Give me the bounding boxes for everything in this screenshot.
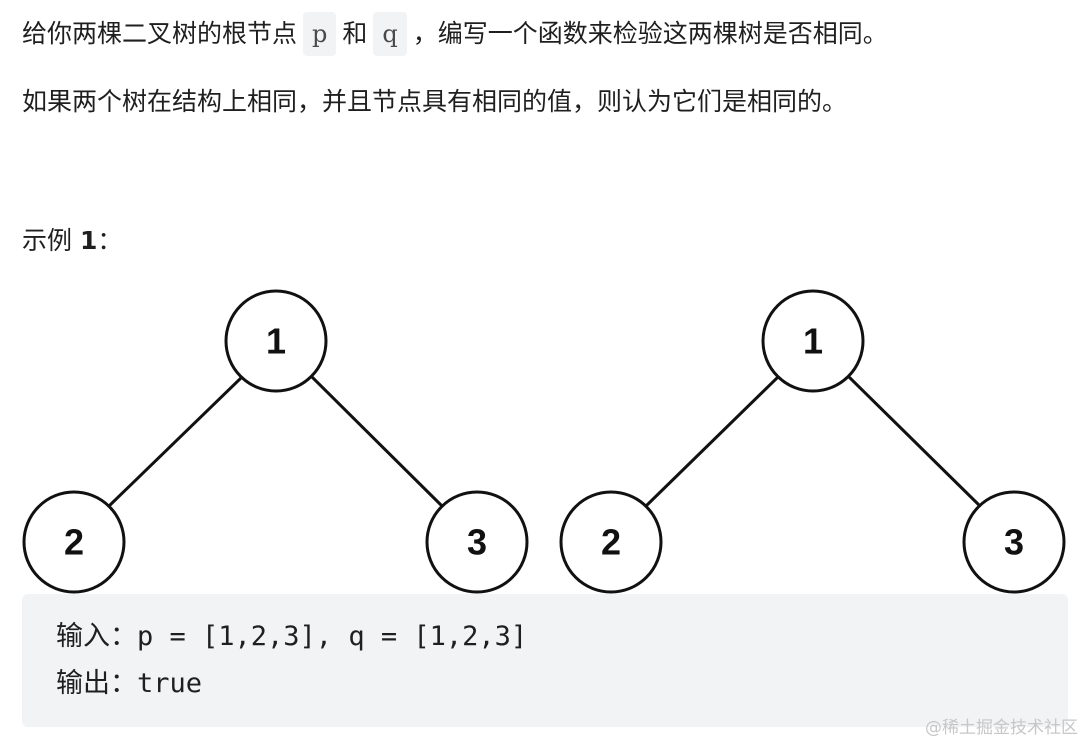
statement-text-end: ，编写一个函数来检验这两棵树是否相同。 [412,19,888,48]
tree-q-root-node [761,289,865,393]
tree-p-edge-left [107,375,244,508]
example-label-prefix: 示例 [22,226,80,255]
tree-q-edge-left [644,375,780,508]
problem-definition: 如果两个树在结构上相同，并且节点具有相同的值，则认为它们是相同的。 [22,87,848,116]
tree-p-right-node [425,490,529,594]
statement-text-start: 给你两棵二叉树的根节点 [22,19,298,48]
tree-p-root-label: 1 [266,321,286,362]
tree-p-left-label: 2 [64,522,84,563]
example-label-number: 1 [79,226,98,255]
inline-code-q: q [373,12,407,56]
tree-q-left-label: 2 [601,522,621,563]
tree-p: 1 2 3 [22,289,529,594]
tree-q-root-label: 1 [803,321,823,362]
tree-p-left-node [22,490,126,594]
tree-p-right-label: 3 [467,522,487,563]
tree-q-right-label: 3 [1004,522,1024,563]
inline-code-p: p [303,12,337,56]
example-input-line: 输入：p = [1,2,3], q = [1,2,3] [56,621,528,652]
tree-q-right-node [962,490,1066,594]
tree-p-edge-right [310,375,444,508]
tree-q-left-node [559,490,663,594]
example-heading: 示例 1： [22,221,122,261]
tree-q-edge-right [847,375,982,508]
example-label-suffix: ： [97,226,123,255]
tree-q: 1 2 3 [559,289,1066,594]
watermark: @稀土掘金技术社区 [925,718,1078,738]
tree-p-root-node [224,289,328,393]
example-output-line: 输出：true [56,668,203,699]
example-trees-diagram: 1 2 3 1 2 3 [22,289,1066,594]
example-code-block: 输入：p = [1,2,3], q = [1,2,3] 输出：true [22,594,1068,727]
statement-text-and: 和 [342,19,368,48]
